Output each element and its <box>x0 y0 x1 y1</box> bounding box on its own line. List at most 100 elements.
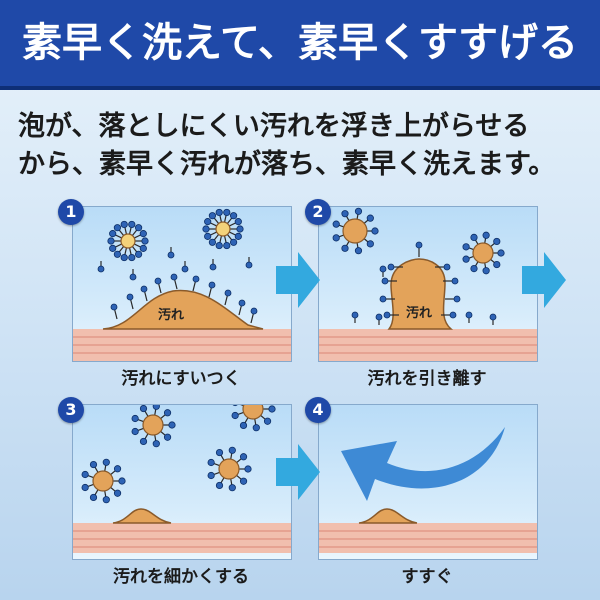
molecule-cluster <box>218 458 240 480</box>
molecule-head <box>493 260 501 269</box>
molecule-head <box>152 440 160 448</box>
molecule-head <box>238 299 246 307</box>
molecule-head <box>462 243 470 251</box>
step-1-badge: 1 <box>58 199 84 225</box>
molecule-head <box>379 295 387 303</box>
molecule-head <box>140 285 148 293</box>
molecule-head <box>141 237 149 245</box>
step-2-panel: 汚れ <box>318 206 538 362</box>
molecule-head <box>371 227 379 235</box>
molecule-head <box>131 414 139 423</box>
molecule-head <box>234 232 242 240</box>
stain-label: 汚れ <box>406 305 432 321</box>
molecule-head <box>97 265 105 273</box>
step-3-illustration <box>73 405 291 553</box>
next-step-arrow-1 <box>276 252 320 308</box>
molecule-head <box>113 250 122 258</box>
step-4-caption: すすぐ <box>401 567 453 587</box>
molecule-head <box>381 277 389 285</box>
molecule-head <box>470 264 478 273</box>
molecule-head <box>449 311 457 319</box>
molecule-cluster <box>120 233 136 249</box>
header-banner: 素早く洗えて、素早くすすげる <box>0 0 600 90</box>
molecule-head <box>168 421 176 429</box>
molecule-head <box>232 405 238 407</box>
molecule-head <box>341 244 349 252</box>
molecule-head <box>152 405 160 410</box>
molecule-head <box>245 261 253 269</box>
molecule-head <box>229 238 238 246</box>
molecule-head <box>208 281 216 289</box>
molecule-head <box>128 253 136 262</box>
molecule-head <box>154 277 162 285</box>
molecule-head <box>207 471 215 480</box>
molecule-head <box>252 424 260 432</box>
molecule-head <box>109 244 117 252</box>
molecule-head <box>482 231 490 239</box>
molecule-head <box>354 207 363 215</box>
molecule-head <box>131 427 139 436</box>
molecule-head <box>113 489 122 497</box>
step-4-panel <box>318 404 538 560</box>
molecule-head <box>215 448 224 457</box>
molecule-head <box>109 230 117 238</box>
step-2-illustration: 汚れ <box>319 207 537 361</box>
molecule-head <box>139 437 148 446</box>
molecule-head <box>167 251 175 259</box>
step-1-illustration: 汚れ <box>73 208 291 361</box>
molecule-head <box>465 311 473 319</box>
molecule-head <box>129 273 137 281</box>
molecule-head <box>332 234 340 242</box>
molecule-cluster <box>92 470 114 492</box>
molecule-head <box>443 263 451 271</box>
molecule-head <box>228 484 236 492</box>
page-title: 素早く洗えて、素早くすすげる <box>22 20 578 66</box>
molecule-head <box>453 295 461 303</box>
molecule-head <box>223 208 231 217</box>
molecule-head <box>81 483 89 492</box>
molecule-head <box>204 232 212 240</box>
molecule-head <box>139 244 147 252</box>
molecule-head <box>81 470 89 479</box>
stain-label: 汚れ <box>158 307 184 323</box>
molecule-head <box>224 289 232 297</box>
molecule-head <box>102 458 110 466</box>
molecule-head <box>263 417 272 425</box>
molecule-head <box>239 453 248 461</box>
molecule-head <box>351 311 359 319</box>
molecule-head <box>228 446 236 454</box>
molecule-cluster <box>242 405 264 420</box>
molecule-head <box>415 241 423 249</box>
molecule-head <box>134 224 143 232</box>
step-3-caption: 汚れを細かくする <box>113 567 249 587</box>
molecule-cluster <box>215 221 231 237</box>
molecule-head <box>239 421 248 430</box>
molecule-head <box>341 210 349 218</box>
molecule-head <box>482 267 490 275</box>
molecule-head <box>375 313 383 321</box>
molecule-head <box>128 220 136 229</box>
molecule-head <box>215 208 223 217</box>
molecule-head <box>497 249 505 257</box>
molecule-head <box>202 225 210 233</box>
molecule-head <box>89 460 98 469</box>
molecule-head <box>209 263 217 271</box>
molecule-head <box>493 237 501 246</box>
molecule-head <box>244 465 252 473</box>
molecule-head <box>139 230 147 238</box>
molecule-head <box>236 225 244 233</box>
molecule-head <box>250 307 258 315</box>
intro-text: 泡が、落としにくい汚れを浮き上がらせる から、素早く汚れが落ち、素早く洗えます。 <box>18 108 586 184</box>
molecule-head <box>268 405 276 413</box>
next-step-arrow-3 <box>276 444 320 500</box>
molecule-head <box>110 303 118 311</box>
molecule-head <box>204 218 212 226</box>
molecule-head <box>134 250 143 258</box>
molecule-head <box>451 277 459 285</box>
molecule-head <box>107 237 115 245</box>
molecule-head <box>215 241 223 250</box>
step-4-illustration <box>319 427 537 553</box>
molecule-head <box>118 477 126 485</box>
molecule-head <box>170 273 178 281</box>
molecule-head <box>470 233 478 242</box>
